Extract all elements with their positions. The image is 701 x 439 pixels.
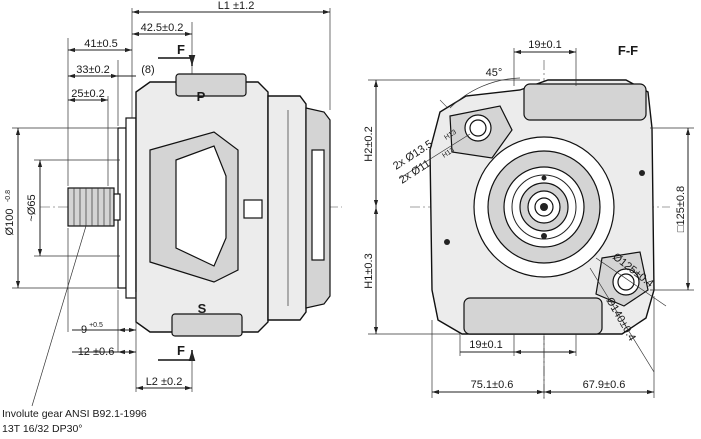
- end-view: F-F: [363, 39, 694, 400]
- shaft-note-line2: 13T 16/32 DP30°: [2, 423, 82, 435]
- shaft-note-line1: Involute gear ANSI B92.1-1996: [2, 408, 147, 420]
- dim-H2: H2±0.2: [363, 126, 375, 161]
- svg-text:F: F: [177, 42, 185, 57]
- dim-75: 75.1±0.6: [471, 379, 514, 391]
- splined-shaft: [67, 187, 121, 227]
- top-port-face: [523, 83, 647, 121]
- dim-67: 67.9±0.6: [583, 379, 626, 391]
- suction-port-boss: [171, 313, 243, 337]
- dim-25: 25±0.2: [71, 88, 105, 100]
- dim-33: 33±0.2: [76, 64, 110, 76]
- shaft-note-leader: [31, 225, 87, 407]
- dim-L2: L2 ±0.2: [146, 376, 183, 388]
- svg-text:F: F: [177, 343, 185, 358]
- dim-19-top: 19±0.1: [528, 39, 562, 51]
- mounting-lug-lower: [595, 251, 649, 307]
- dim-8: (8): [141, 64, 154, 76]
- dim-dia100-tol: -0.8: [5, 190, 12, 202]
- dim-H1: H1±0.3: [363, 253, 375, 288]
- dim-L1: L1 ±1.2: [218, 0, 255, 12]
- bottom-port-face: [463, 297, 603, 335]
- dim-12: 12 ±0.6: [78, 346, 115, 358]
- housing-face-highlight: [175, 145, 227, 267]
- end-cap-face: [311, 149, 325, 261]
- dim-dia65: ~Ø65: [26, 194, 38, 221]
- dim-42-5: 42.5±0.2: [141, 22, 184, 34]
- angle-arc: [449, 77, 521, 109]
- dia140-leader: [589, 267, 655, 373]
- pressure-port-boss: [175, 73, 247, 97]
- dim-41: 41±0.5: [84, 38, 118, 50]
- port-suction-label: S: [198, 301, 207, 316]
- dim-sq125: □125±0.8: [675, 186, 687, 232]
- port-pressure-label: P: [197, 89, 206, 104]
- dim-9: 9: [81, 324, 87, 336]
- section-mark-bottom: F: [158, 343, 196, 362]
- rear-cover: [267, 95, 307, 321]
- side-view: P S F F L1 ±1.2 42.5±0.2 41±0.5: [2, 0, 342, 435]
- flange-body: [125, 117, 137, 299]
- housing-bolt: [243, 199, 263, 219]
- hole-leader: [399, 133, 471, 179]
- dim-19-bottom: 19±0.1: [469, 339, 503, 351]
- dim-dia100: Ø100: [4, 209, 16, 236]
- angle-45: 45°: [486, 67, 503, 79]
- mounting-lug-upper: [449, 105, 513, 159]
- section-title-ff: F-F: [618, 43, 638, 58]
- section-mark-top: F: [158, 42, 196, 66]
- dim-9-tol: +0.5: [89, 322, 103, 329]
